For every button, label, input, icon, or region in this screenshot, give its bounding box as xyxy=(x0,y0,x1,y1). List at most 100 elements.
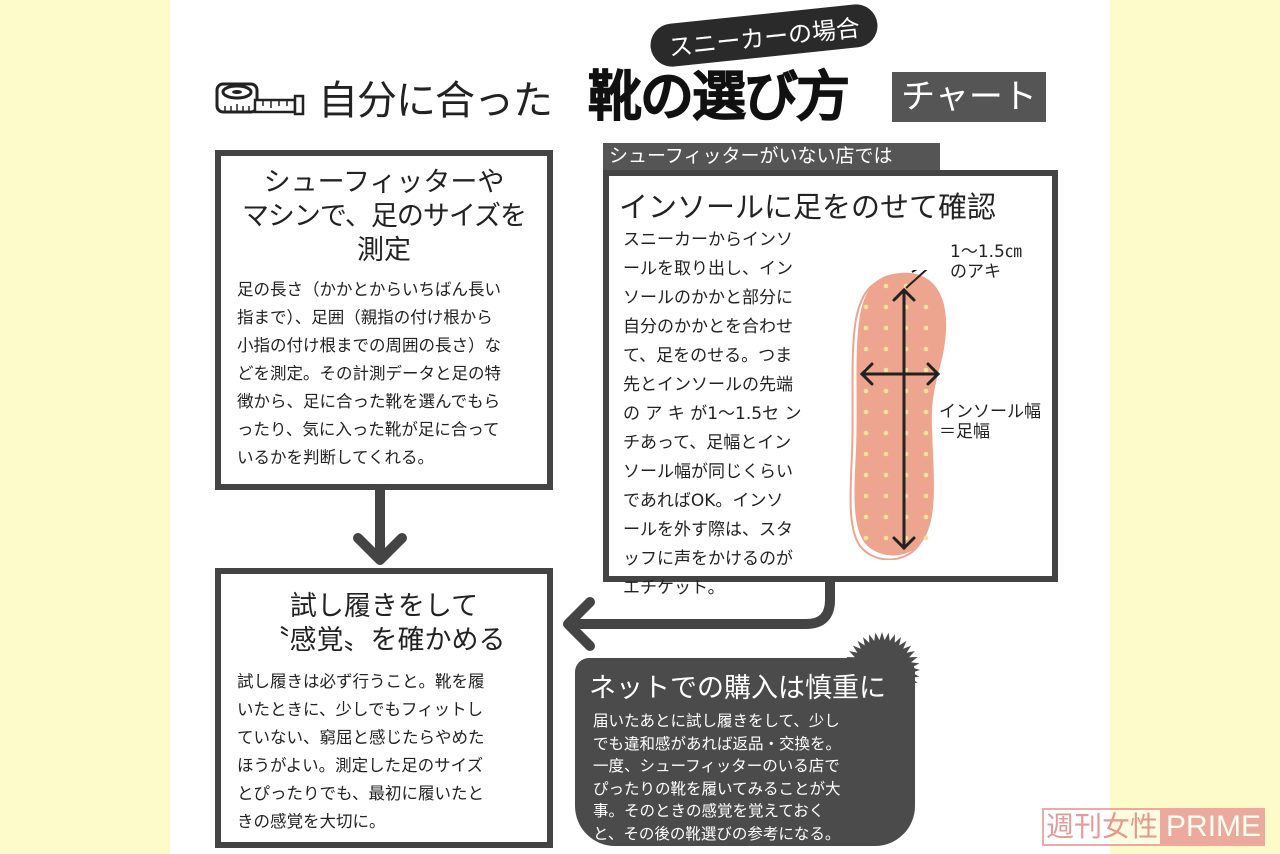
insole-dot xyxy=(863,346,869,352)
insole-dot xyxy=(923,451,929,457)
insole-body: スニーカーからインソ ールを取り出し、イン ソールのかかと部分に 自分のかかとを… xyxy=(623,226,801,603)
insole-dot xyxy=(923,325,929,331)
insole-dot xyxy=(883,304,889,310)
body-line: ったり、気に入った靴が足に合って xyxy=(237,420,500,439)
arrow-head-icon xyxy=(353,533,407,565)
insole-illustration xyxy=(849,270,947,560)
body-line: ールを取り出し、イン xyxy=(623,259,793,279)
try-on-box: 試し履きをして 〝感覚〟を確かめる 試し履きは必ず行うこと。靴を履 いたときに、… xyxy=(215,568,553,848)
title-line: 〝感覚〟を確かめる xyxy=(262,625,506,656)
body-line: ールを外す際は、スタ xyxy=(623,520,793,540)
insole-dot xyxy=(883,472,889,478)
body-line: であればOK。インソ xyxy=(623,491,784,511)
body-line: 届いたあとに試し履きをして、少し xyxy=(593,712,840,730)
body-line: 自分のかかとを合わせ xyxy=(623,317,793,337)
insole-dot xyxy=(863,472,869,478)
gap-label: 1〜1.5㎝ のアキ xyxy=(950,242,1022,282)
body-line: スニーカーからインソ xyxy=(623,230,793,250)
insole-dot xyxy=(863,451,869,457)
watermark-logo: 週刊女性 PRIME xyxy=(1042,808,1266,846)
body-line: ソール幅が同じくらい xyxy=(623,462,793,482)
body-line: ほうがよい。測定した足のサイズ xyxy=(237,756,484,775)
insole-dot xyxy=(923,514,929,520)
insole-box: インソールに足をのせて確認 スニーカーからインソ ールを取り出し、イン ソールの… xyxy=(603,170,1058,598)
body-line: て、足をのせる。つま xyxy=(623,346,793,366)
body-line: 徴から、足に合った靴を選んでもら xyxy=(237,392,501,411)
try-on-body: 試し履きは必ず行うこと。靴を履 いたときに、少しでもフィットし ていない、窮屈と… xyxy=(221,658,547,836)
insole-dot xyxy=(883,430,889,436)
label-line: インソール幅 xyxy=(939,402,1041,422)
insole-dot xyxy=(883,346,889,352)
insole-dot xyxy=(923,388,929,394)
body-line: エチケット。 xyxy=(623,578,725,598)
insole-dot xyxy=(883,367,889,373)
insole-dot xyxy=(923,409,929,415)
insole-dot xyxy=(883,535,889,541)
body-line: ッフに声をかけるのが xyxy=(623,549,793,569)
insole-dot xyxy=(863,430,869,436)
insole-dot xyxy=(863,514,869,520)
measure-body: 足の長さ（かかとからいちばん長い 指まで）、足囲（親指の付け根から 小指の付け根… xyxy=(221,268,547,472)
try-on-title: 試し履きをして 〝感覚〟を確かめる xyxy=(221,574,547,658)
body-line: ていない、窮屈と感じたらやめた xyxy=(237,728,485,747)
online-purchase-bubble: ネットでの購入は慎重に 届いたあとに試し履きをして、少し でも違和感があれば返品… xyxy=(575,658,915,846)
body-line: 小指の付け根までの周囲の長さ）な xyxy=(237,336,501,355)
tape-measure-icon xyxy=(215,82,305,116)
bubble-title: ネットでの購入は慎重に xyxy=(589,673,886,704)
title-main: 靴の選び方 xyxy=(588,65,851,129)
title-line: 試し履きをして xyxy=(289,591,479,622)
body-line: 指まで）、足囲（親指の付け根から xyxy=(237,308,493,327)
insole-title: インソールに足をのせて確認 xyxy=(619,190,997,224)
title-line: 測定 xyxy=(357,235,411,266)
label-line: 1〜1.5㎝ xyxy=(950,242,1022,262)
insole-dot xyxy=(883,514,889,520)
body-line: と、その後の靴選びの参考になる。 xyxy=(593,824,841,843)
body-line: いるかを判断してくれる。 xyxy=(237,448,435,467)
insole-dot xyxy=(883,388,889,394)
body-line: どを測定。その計測データと足の特 xyxy=(237,364,501,383)
body-line: 試し履きは必ず行うこと。靴を履 xyxy=(237,672,485,691)
insole-shape xyxy=(854,272,947,556)
insole-dot xyxy=(923,535,929,541)
body-line: 一度、シューフィッターのいる店で xyxy=(593,757,840,775)
insole-dot xyxy=(923,346,929,352)
insole-dot xyxy=(863,409,869,415)
arrow-left-icon xyxy=(565,577,835,629)
insole-dot xyxy=(923,367,929,373)
insole-dot xyxy=(883,325,889,331)
label-line: のアキ xyxy=(950,262,1001,282)
width-label: インソール幅 ＝足幅 xyxy=(939,402,1041,442)
body-line: チあって、足幅とイン xyxy=(623,433,792,453)
insole-dot xyxy=(883,283,889,289)
body-line: いたときに、少しでもフィットし xyxy=(237,700,484,719)
insole-dot xyxy=(883,451,889,457)
measure-box: シューフィッターや マシンで、足のサイズを 測定 足の長さ（かかとからいちばん長… xyxy=(215,150,553,490)
body-line: きの感覚を大切に。 xyxy=(237,812,386,831)
arrow-head-icon xyxy=(563,597,595,651)
watermark-part1: 週刊女性 xyxy=(1042,808,1163,846)
body-line: 足の長さ（かかとからいちばん長い xyxy=(237,280,501,299)
insole-dot xyxy=(863,325,869,331)
insole-dot xyxy=(883,493,889,499)
title-prefix: 自分に合った xyxy=(318,78,553,124)
body-line: ぴったりの靴を履いてみることが大 xyxy=(593,779,841,798)
body-line: でも違和感があれば返品・交換を。 xyxy=(593,734,842,753)
insole-dot xyxy=(863,535,869,541)
body-line: ソールのかかと部分に xyxy=(623,288,793,308)
label-line: ＝足幅 xyxy=(939,422,990,442)
watermark-part2: PRIME xyxy=(1162,808,1266,846)
insole-dot xyxy=(923,493,929,499)
insole-dot xyxy=(923,430,929,436)
insole-dot xyxy=(863,388,869,394)
title-tag: チャート xyxy=(892,72,1046,122)
insole-dot xyxy=(863,304,869,310)
insole-dot xyxy=(863,493,869,499)
title-line: シューフィッターや xyxy=(263,167,505,198)
body-line: 先とインソールの先端 xyxy=(623,375,793,395)
insole-dot xyxy=(883,409,889,415)
body-line: の ア キ が1〜1.5セ ン xyxy=(623,404,802,424)
title-line: マシンで、足のサイズを xyxy=(241,201,527,232)
measure-title: シューフィッターや マシンで、足のサイズを 測定 xyxy=(221,156,547,268)
bubble-body: 届いたあとに試し履きをして、少し でも違和感があれば返品・交換を。 一度、シュー… xyxy=(593,710,841,845)
